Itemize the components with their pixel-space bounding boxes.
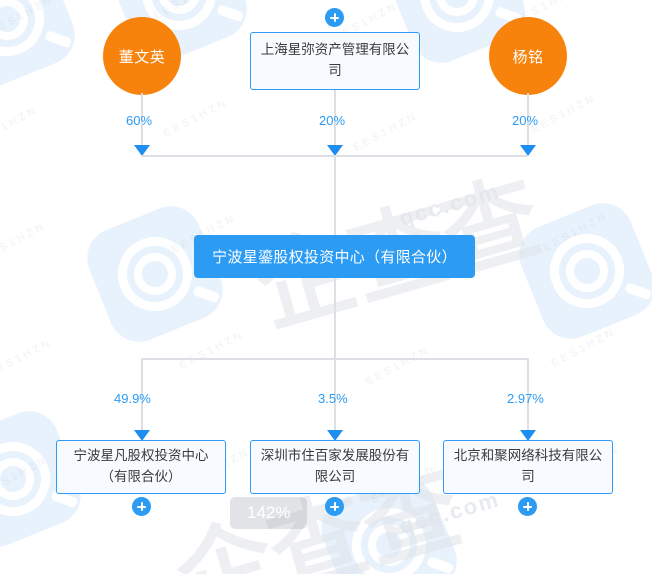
ownership-percent-label: 3.5% [318,391,348,406]
connector-line [527,93,529,145]
connector-arrow-icon [520,145,536,156]
subsidiary-node-ningbo-xingfan[interactable]: 宁波星凡股权投资中心（有限合伙） [56,440,226,494]
ownership-percent-label: 2.97% [507,391,544,406]
connector-arrow-icon [134,145,150,156]
ownership-percent-label: 60% [126,113,153,128]
connector-arrow-icon [327,430,343,441]
connector-line [141,93,143,145]
focus-company-node[interactable]: 宁波星鎏股权投资中心（有限合伙） [194,235,475,278]
connector-line [334,90,336,145]
subsidiary-node-beijing-heju[interactable]: 北京和聚网络科技有限公司 [443,440,613,494]
ownership-percent-label: 49.9% [114,391,151,406]
connector-line [334,358,336,430]
connector-line [334,278,336,360]
expand-plus-icon-beijing-heju[interactable] [518,497,537,516]
shareholder-label: 杨铭 [512,47,544,66]
expand-plus-icon-shanghai-xingmi[interactable] [325,8,344,27]
subsidiary-label: 深圳市住百家发展股份有限公司 [260,448,410,485]
connector-line [334,155,336,235]
subsidiary-node-shenzhen-zhubaijia[interactable]: 深圳市住百家发展股份有限公司 [250,440,420,494]
shareholder-node-dong-wen-ying[interactable]: 董文英 [103,17,181,95]
expand-plus-icon-ningbo-xingfan[interactable] [132,497,151,516]
subsidiary-label: 北京和聚网络科技有限公司 [453,448,603,485]
connector-arrow-icon [520,430,536,441]
shareholder-label: 上海星弥资产管理有限公司 [260,42,410,79]
shareholder-node-yang-ming[interactable]: 杨铭 [489,17,567,95]
connector-arrow-icon [134,430,150,441]
expand-plus-icon-shenzhen-zhubaijia[interactable] [325,497,344,516]
connector-arrow-icon [327,145,343,156]
ownership-percent-label: 20% [319,113,346,128]
subsidiary-label: 宁波星凡股权投资中心（有限合伙） [73,448,209,485]
connector-line [527,358,529,430]
connector-line [141,358,143,430]
shareholder-label: 董文英 [118,47,166,66]
ownership-percent-label: 20% [512,113,539,128]
zoom-level-badge: 142% [230,497,308,529]
shareholder-node-shanghai-xingmi[interactable]: 上海星弥资产管理有限公司 [250,32,420,90]
focus-company-label: 宁波星鎏股权投资中心（有限合伙） [212,248,457,266]
